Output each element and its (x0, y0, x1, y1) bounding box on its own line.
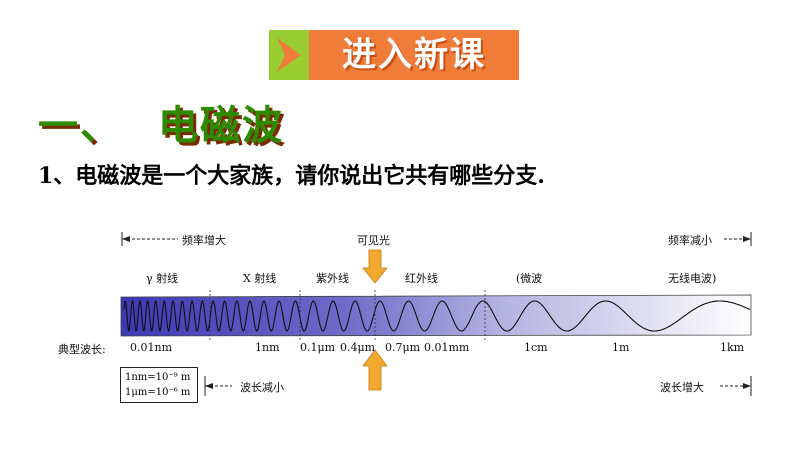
spectrum-wave (123, 299, 751, 333)
band-radio-label: 无线电波) (668, 272, 717, 285)
spectrum-band (120, 294, 752, 337)
typical-wavelength-label: 典型波长: (58, 343, 106, 356)
banner-box (309, 30, 519, 80)
page-heading: 一、电磁波 (38, 93, 284, 149)
freq-increase-label: 频率增大 (182, 234, 226, 247)
band-uv-label: 紫外线 (316, 272, 349, 285)
heading-number: 一、 (38, 103, 122, 149)
band-xray-label: X 射线 (243, 272, 277, 285)
unit-note-um: 1μm=10⁻⁶ m (125, 387, 191, 398)
freq-increase-arrowhead (122, 236, 130, 242)
wave-decrease-label: 波长减小 (240, 381, 284, 394)
wavelength-tick: 0.4μm (340, 341, 376, 354)
chevron-right-icon (277, 38, 301, 72)
wavelength-tick: 1cm (524, 341, 548, 354)
band-gamma-label: γ 射线 (146, 272, 179, 285)
unit-note-nm: 1nm=10⁻⁹ m (125, 372, 191, 383)
freq-decrease-label: 频率减小 (668, 234, 712, 247)
visible-light-label: 可见光 (357, 234, 390, 247)
visible-light-up-arrow (362, 349, 388, 391)
wavelength-tick: 0.1μm (300, 341, 336, 354)
wavelength-tick: 1m (612, 341, 630, 354)
wave-increase-label: 波长增大 (660, 381, 704, 394)
band-microwave-label: (微波 (516, 272, 543, 285)
wavelength-tick: 0.01mm (424, 341, 470, 354)
question-text: 1、电磁波是一个大家族，请你说出它共有哪些分支. (38, 163, 545, 189)
visible-light-down-arrow (362, 249, 388, 284)
banner-title: 进入新课 (342, 35, 486, 75)
band-infrared-label: 红外线 (405, 272, 438, 285)
wavelength-tick: 1km (720, 341, 745, 354)
wave-decrease-arrowhead (205, 383, 213, 389)
wavelength-tick: 0.01nm (130, 341, 173, 354)
wave-increase-arrowhead (743, 383, 751, 389)
heading-title: 电磁波 (158, 103, 284, 149)
banner-chevron (269, 30, 309, 80)
freq-decrease-arrowhead (743, 236, 751, 242)
section-banner: 进入新课 (269, 30, 519, 80)
wavelength-tick: 0.7μm (385, 341, 421, 354)
wavelength-tick: 1nm (255, 341, 280, 354)
unit-note-box: 1nm=10⁻⁹ m 1μm=10⁻⁶ m (120, 367, 198, 403)
